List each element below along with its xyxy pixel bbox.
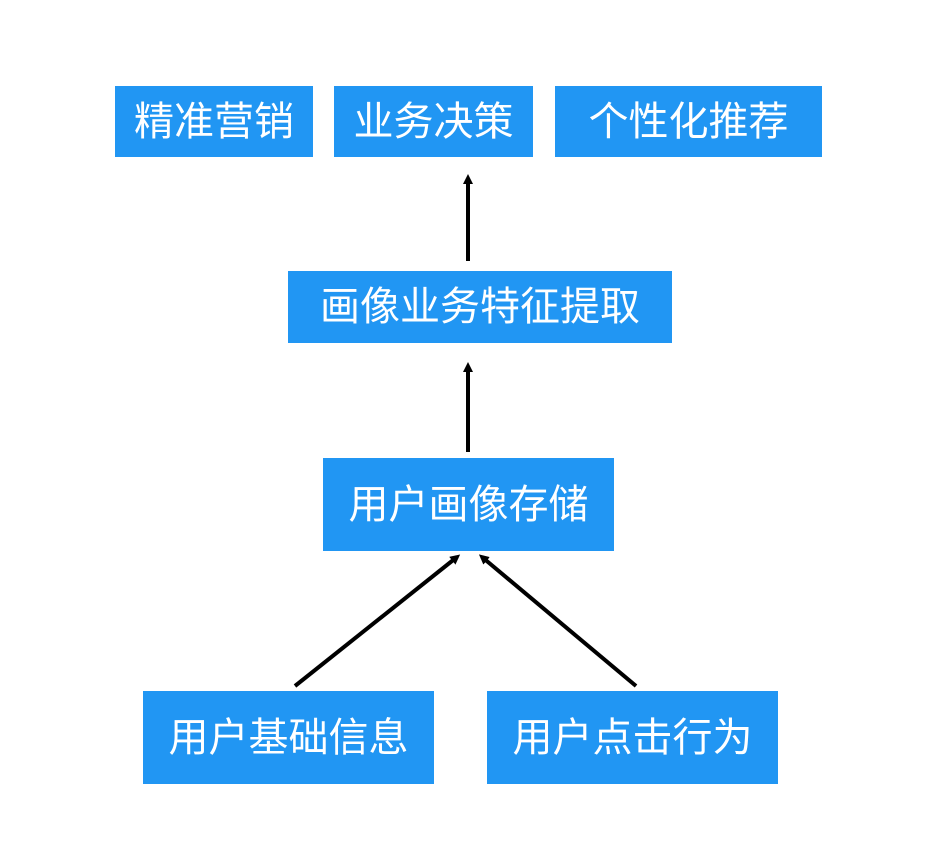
node-profile-storage-label: 用户画像存储 [348, 481, 589, 528]
node-precision-marketing: 精准营销 [115, 86, 313, 157]
node-basic-info: 用户基础信息 [143, 691, 434, 784]
node-feature-extraction-label: 画像业务特征提取 [320, 284, 640, 330]
node-business-decision: 业务决策 [334, 86, 533, 157]
node-click-behavior-label: 用户点击行为 [512, 714, 753, 761]
node-click-behavior: 用户点击行为 [487, 691, 778, 784]
node-profile-storage: 用户画像存储 [323, 458, 614, 551]
arrow-click-behavior-to-storage [478, 554, 638, 688]
arrow-basic-info-to-storage [293, 554, 461, 688]
node-personalized-recommendation-label: 个性化推荐 [588, 98, 789, 145]
node-personalized-recommendation: 个性化推荐 [555, 86, 822, 157]
node-feature-extraction: 画像业务特征提取 [288, 271, 672, 343]
node-basic-info-label: 用户基础信息 [168, 714, 409, 761]
node-precision-marketing-label: 精准营销 [134, 98, 294, 145]
node-business-decision-label: 业务决策 [353, 98, 514, 145]
